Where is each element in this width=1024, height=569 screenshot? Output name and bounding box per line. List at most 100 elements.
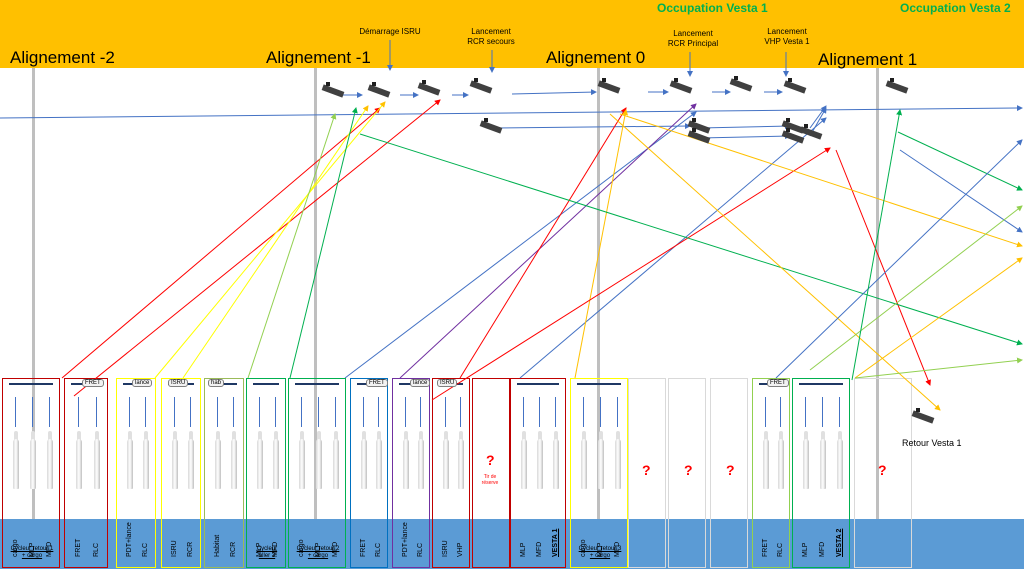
up-arrow-icon xyxy=(174,397,175,427)
up-arrow-icon xyxy=(600,397,601,427)
launcher-rocket xyxy=(456,431,466,489)
launcher-rocket xyxy=(359,431,369,489)
reserve-shot-note: Tir de réserve xyxy=(481,474,499,486)
up-arrow-icon xyxy=(48,397,50,427)
launcher-rocket xyxy=(229,431,239,489)
up-arrow-icon xyxy=(616,397,618,427)
launch-yellow-arrow xyxy=(154,101,386,379)
payload-tag: lance xyxy=(132,379,153,387)
launch-slot xyxy=(668,378,706,568)
spacecraft-icon xyxy=(469,78,493,94)
spacecraft-icon xyxy=(417,80,441,96)
launcher-rocket xyxy=(613,431,623,489)
long-blue-arrow xyxy=(0,105,1023,119)
up-arrow-icon xyxy=(318,397,319,427)
up-arrow-icon xyxy=(362,397,364,427)
spacecraft-icon xyxy=(885,78,909,94)
launch-slot xyxy=(628,378,666,568)
launch-green-arrow xyxy=(289,107,358,379)
spacecraft-icon xyxy=(687,118,711,134)
return-red-arrow xyxy=(835,149,931,386)
up-arrow-icon xyxy=(419,397,421,427)
launch-red-arrow xyxy=(61,107,381,379)
question-mark: ? xyxy=(684,462,693,478)
long-blue-arrow xyxy=(775,139,1023,379)
up-arrow-icon xyxy=(32,397,33,427)
return-vesta-label: Retour Vesta 1 xyxy=(902,438,962,448)
launcher-rocket xyxy=(579,431,589,489)
up-arrow-icon xyxy=(334,397,336,427)
launcher-rocket xyxy=(401,431,411,489)
up-arrow-icon xyxy=(404,397,406,427)
long-orange-arrow xyxy=(854,257,1023,379)
up-arrow-icon xyxy=(539,397,540,427)
launcher-rocket xyxy=(28,431,38,489)
occupation-label: Occupation Vesta 2 xyxy=(900,1,1011,15)
launcher-rocket xyxy=(374,431,384,489)
return-orange-arrow xyxy=(609,113,941,411)
up-arrow-icon xyxy=(377,397,379,427)
launcher-rocket xyxy=(818,431,828,489)
long-orange-arrow xyxy=(619,113,1023,248)
launcher-rocket xyxy=(801,431,811,489)
payload-strip xyxy=(295,383,339,397)
up-arrow-icon xyxy=(15,397,17,427)
payload-strip xyxy=(799,383,843,397)
launcher-rocket xyxy=(141,431,151,489)
launcher-rocket xyxy=(297,431,307,489)
payload-strip xyxy=(9,383,53,397)
long-lgreen-arrow xyxy=(854,357,1023,379)
return-red-arrow xyxy=(431,147,831,401)
long-green-arrow xyxy=(359,133,1023,346)
launch-red-arrow xyxy=(459,107,627,379)
occupation-label: Occupation Vesta 1 xyxy=(657,1,768,15)
launch-slot xyxy=(472,378,510,568)
launch-blue-arrow xyxy=(519,117,827,379)
alignment-label: Alignement 1 xyxy=(818,50,918,69)
alignment-line-0 xyxy=(597,68,600,519)
up-arrow-icon xyxy=(805,397,807,427)
long-lgreen-arrow xyxy=(809,205,1023,371)
timeline-header-band xyxy=(0,0,1024,68)
launch-slot xyxy=(710,378,748,568)
payload-strip xyxy=(517,383,559,397)
launcher-rocket xyxy=(92,431,102,489)
launcher-rocket xyxy=(519,431,529,489)
launcher-rocket xyxy=(74,431,84,489)
up-arrow-icon xyxy=(96,397,97,427)
payload-tag: hab xyxy=(208,379,225,387)
long-green-arrow xyxy=(897,131,1023,191)
chain-arrow xyxy=(699,133,791,140)
launcher-rocket xyxy=(314,431,324,489)
event-label: Lancement VHP Vesta 1 xyxy=(764,27,810,46)
launcher-rocket xyxy=(331,431,341,489)
alignment-line-1 xyxy=(876,68,879,519)
launcher-rocket xyxy=(170,431,180,489)
launcher-rocket xyxy=(761,431,771,489)
long-blue-arrow xyxy=(899,149,1023,233)
up-arrow-icon xyxy=(822,397,823,427)
launch-orange-arrow xyxy=(574,109,629,379)
event-label: Lancement RCR Principal xyxy=(667,29,719,48)
spacecraft-icon xyxy=(669,78,693,94)
payload-tag: ISRU xyxy=(168,379,189,387)
spacecraft-icon xyxy=(781,118,805,134)
launcher-rocket xyxy=(551,431,561,489)
question-mark: ? xyxy=(726,462,735,478)
up-arrow-icon xyxy=(78,397,79,427)
launch-blue-arrow xyxy=(344,111,697,379)
alignment-line-m2 xyxy=(32,68,35,519)
launcher-rocket xyxy=(213,431,223,489)
cycler-note: Cycleur retour 3 + cargo xyxy=(578,546,622,559)
alignment-label: Alignement -2 xyxy=(10,48,115,67)
up-arrow-icon xyxy=(259,397,260,427)
launcher-rocket xyxy=(45,431,55,489)
launcher-rocket xyxy=(835,431,845,489)
launcher-rocket xyxy=(255,431,265,489)
spacecraft-icon xyxy=(367,82,391,98)
